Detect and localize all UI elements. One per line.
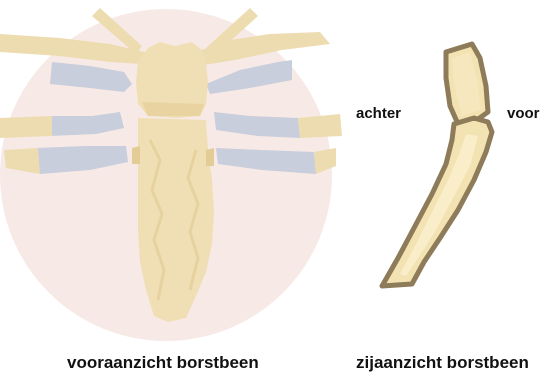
right-rib-2 bbox=[298, 114, 342, 138]
label-back: achter bbox=[356, 105, 401, 122]
manubrium-shadow bbox=[142, 102, 204, 116]
front-view-illustration bbox=[0, 8, 342, 341]
side-sternum-highlight bbox=[400, 134, 478, 276]
left-rib-2 bbox=[0, 116, 52, 138]
side-view-illustration bbox=[382, 44, 492, 286]
caption-front-view: vooraanzicht borstbeen bbox=[67, 353, 259, 373]
sternum-notch-left bbox=[132, 146, 140, 164]
label-front: voor bbox=[507, 105, 540, 122]
right-rib-3 bbox=[314, 148, 336, 174]
sternum-notch-right bbox=[206, 148, 214, 166]
caption-side-view: zijaanzicht borstbeen bbox=[356, 353, 529, 373]
